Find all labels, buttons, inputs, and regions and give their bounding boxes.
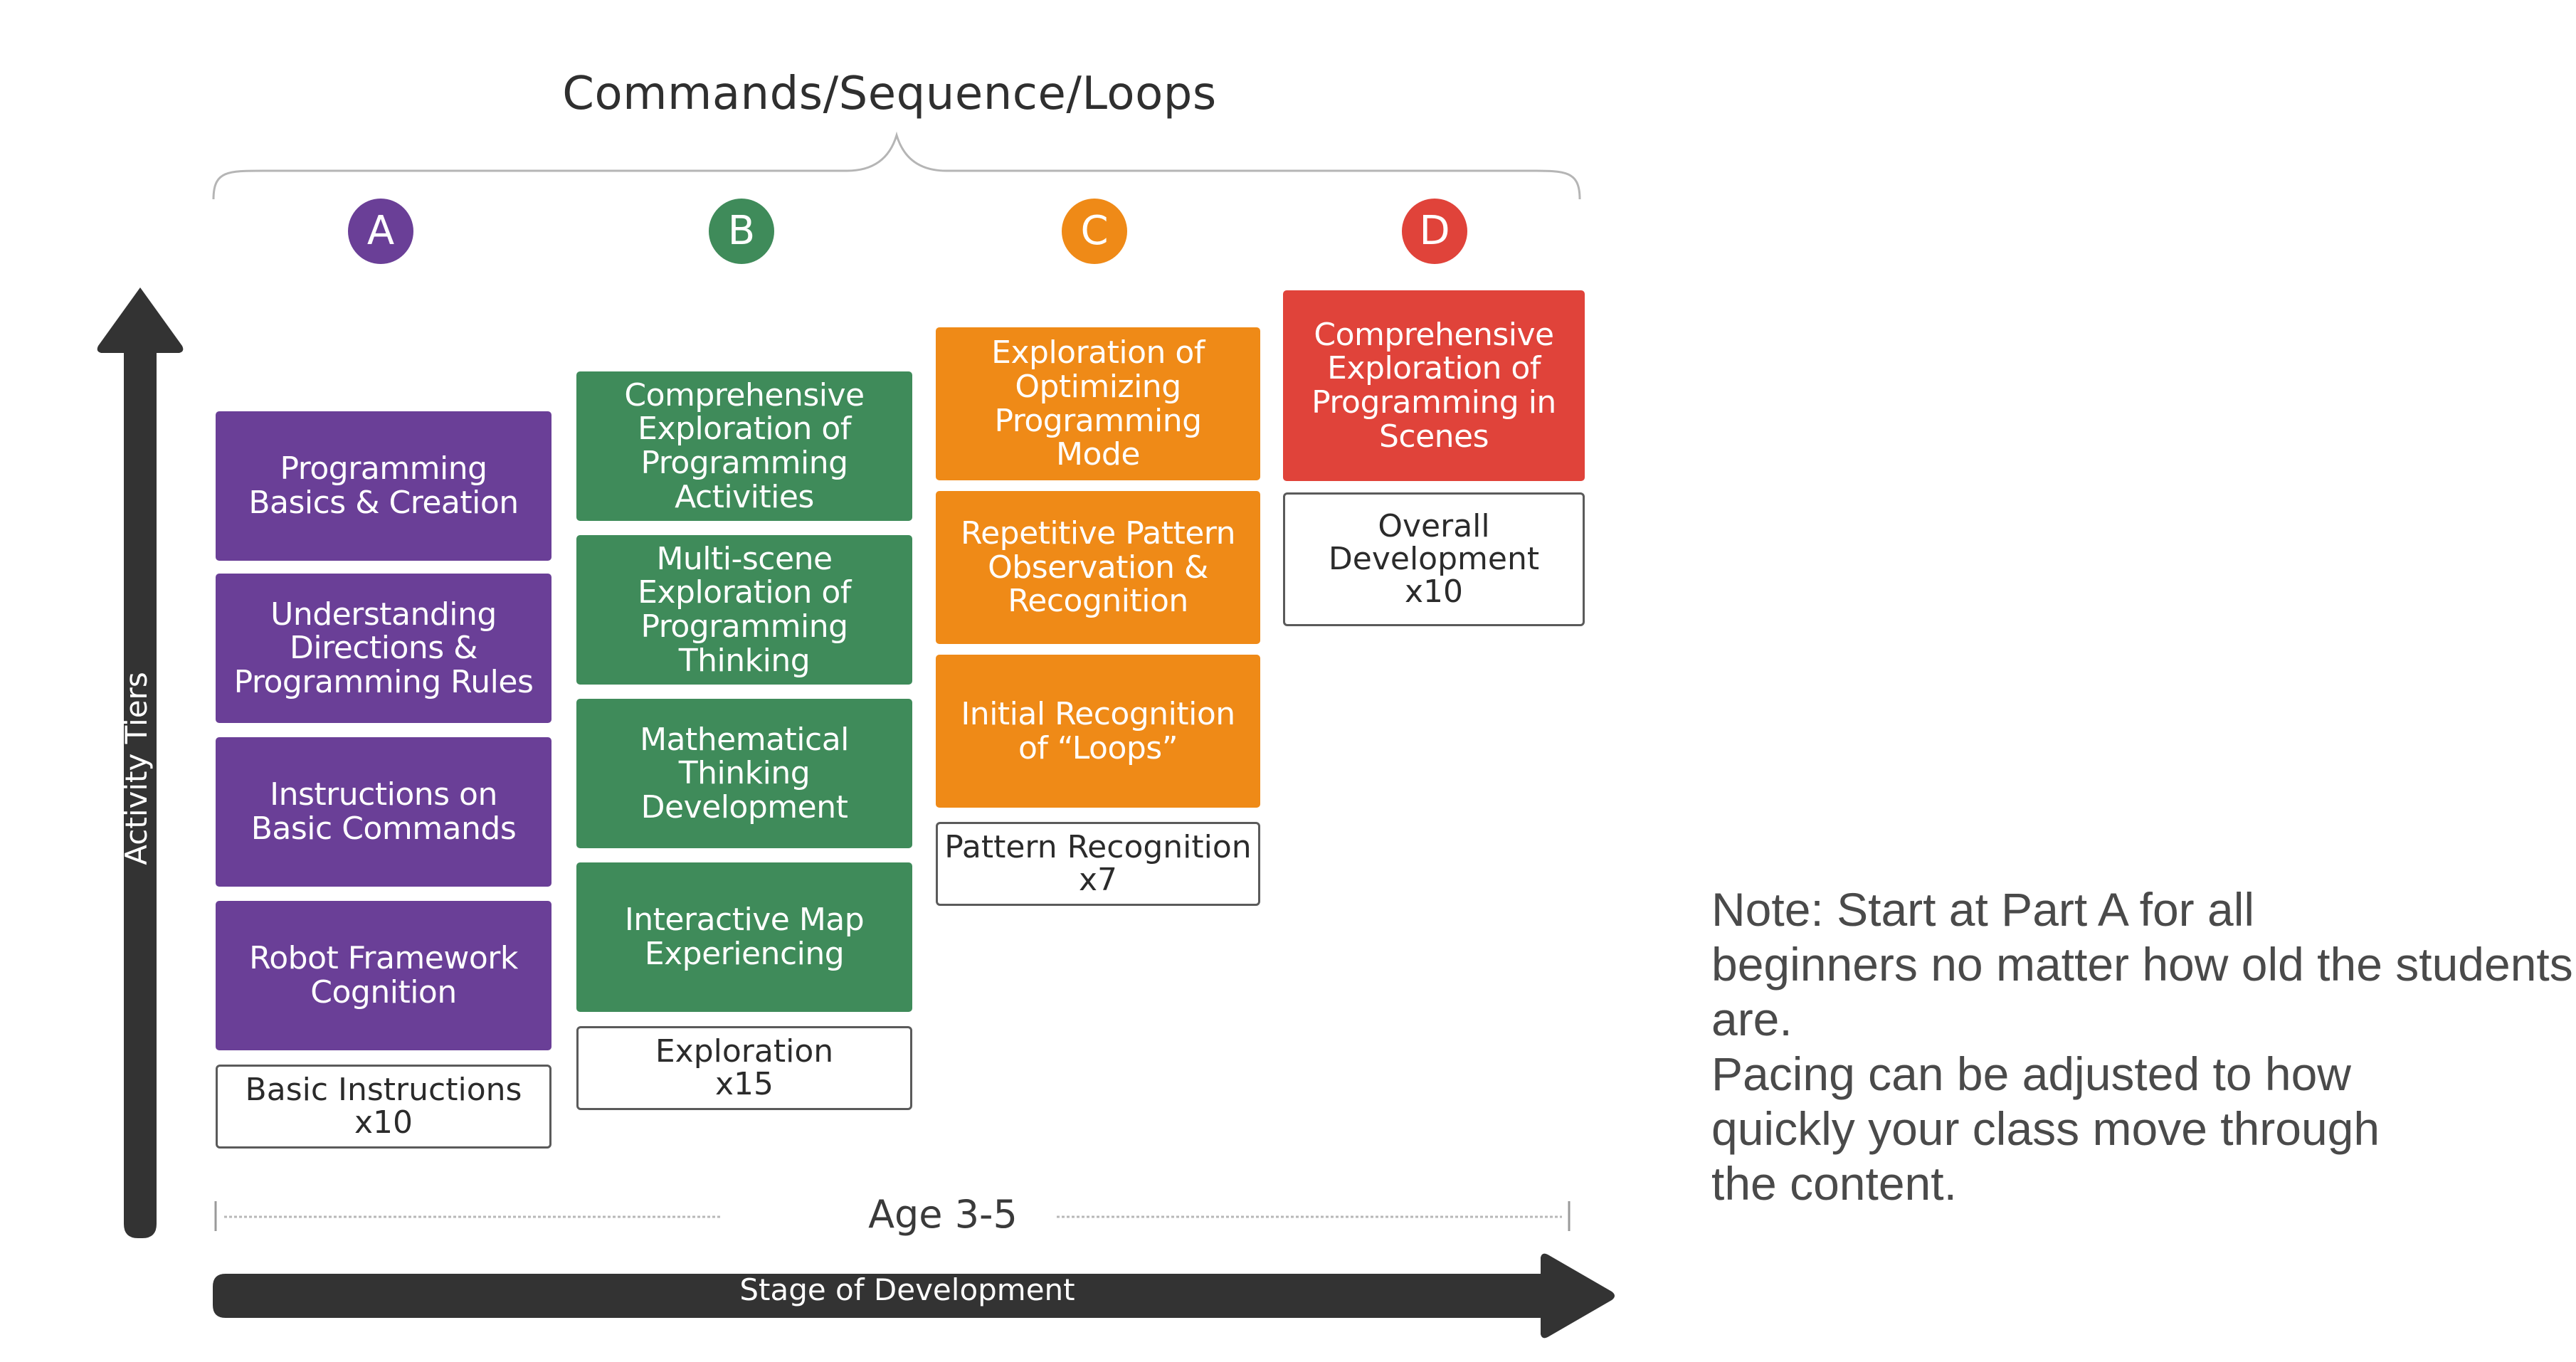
summary-d-count: x10 [1404, 574, 1464, 611]
box-a-3: Instructions on Basic Commands [216, 737, 551, 887]
note-line-2: beginners no matter how old the students [1711, 938, 2573, 991]
note-line-1: Note: Start at Part A for all [1711, 883, 2255, 936]
activity-tiers-arrow [97, 287, 184, 1238]
note-line-3: are. [1711, 993, 1793, 1045]
summary-d-label: Overall Development [1328, 507, 1540, 577]
stage-of-development-arrow [213, 1253, 1615, 1339]
badge-a: A [348, 199, 413, 264]
summary-a-label: Basic Instructions [245, 1071, 522, 1108]
box-c-3: Initial Recognition of “Loops” [936, 655, 1260, 808]
box-b-1: Comprehensive Exploration of Programming… [576, 371, 912, 521]
summary-b: Exploration x15 [576, 1026, 912, 1110]
x-axis-label: Stage of Development [739, 1272, 1075, 1307]
summary-c: Pattern Recognition x7 [936, 822, 1260, 906]
summary-c-count: x7 [1078, 862, 1118, 898]
y-axis-label: Activity Tiers [119, 672, 154, 865]
diagram-title: Commands/Sequence/Loops [562, 68, 1217, 120]
summary-d: Overall Development x10 [1283, 492, 1585, 626]
badge-c: C [1062, 199, 1127, 264]
box-b-3: Mathematical Thinking Development [576, 699, 912, 848]
age-label: Age 3-5 [868, 1192, 1018, 1237]
badge-d: D [1402, 199, 1467, 264]
note-line-6: the content. [1711, 1157, 1957, 1210]
note-line-5: quickly your class move through [1711, 1102, 2380, 1155]
box-b-2: Multi-scene Exploration of Programming T… [576, 535, 912, 685]
summary-a: Basic Instructions x10 [216, 1065, 551, 1149]
brace-connector [212, 131, 1581, 200]
note-text: Note: Start at Part A for all beginners … [1711, 882, 2573, 1211]
box-a-2: Understanding Directions & Programming R… [216, 574, 551, 723]
box-a-4: Robot Framework Cognition [216, 901, 551, 1050]
note-line-4: Pacing can be adjusted to how [1711, 1047, 2351, 1100]
summary-b-count: x15 [714, 1066, 774, 1102]
summary-c-label: Pattern Recognition [944, 828, 1252, 865]
age-range-line [214, 1201, 1571, 1231]
summary-a-count: x10 [354, 1104, 413, 1141]
badge-b: B [709, 199, 774, 264]
box-d-1: Comprehensive Exploration of Programming… [1283, 290, 1585, 481]
box-b-4: Interactive Map Experiencing [576, 862, 912, 1012]
box-c-1: Exploration of Optimizing Programming Mo… [936, 327, 1260, 480]
box-a-1: Programming Basics & Creation [216, 411, 551, 561]
summary-b-label: Exploration [655, 1033, 834, 1070]
box-c-2: Repetitive Pattern Observation & Recogni… [936, 491, 1260, 644]
